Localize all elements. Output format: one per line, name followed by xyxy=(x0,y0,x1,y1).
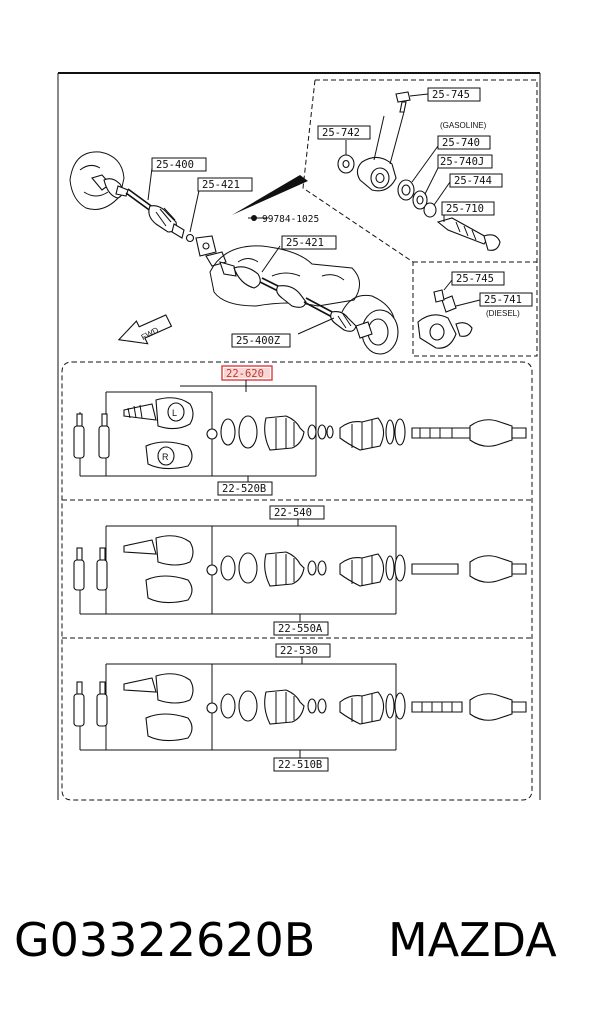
label-25-745-bottom: 25-745 xyxy=(456,273,494,285)
mark-r: R xyxy=(162,452,169,462)
engine-outline xyxy=(209,245,360,307)
label-99784-1025: 99784-1025 xyxy=(262,214,319,225)
label-22-510b: 22-510B xyxy=(278,759,322,771)
center-bearing xyxy=(195,235,227,267)
label-25-740: 25-740 xyxy=(442,137,480,149)
label-diesel: (DIESEL) xyxy=(486,309,520,318)
label-25-421-a: 25-421 xyxy=(202,179,240,191)
upper-assembly: FWD 25-745 25-742 (GASOLINE) 25-740 25-7… xyxy=(69,79,538,357)
label-gasoline: (GASOLINE) xyxy=(440,121,487,130)
hub-parts-diesel xyxy=(417,279,481,349)
label-25-744: 25-744 xyxy=(454,175,492,187)
label-25-745-top: 25-745 xyxy=(432,89,470,101)
label-25-742: 25-742 xyxy=(322,127,360,139)
highlight-box xyxy=(221,365,273,381)
label-22-530: 22-530 xyxy=(280,645,318,657)
engine-detail xyxy=(237,258,345,281)
kit-row-3: 22-530 22-510B xyxy=(73,643,527,772)
label-22-520b: 22-520B xyxy=(222,483,266,495)
label-25-400z: 25-400Z xyxy=(236,335,280,347)
kit-row-1: 22-620 L R xyxy=(73,365,527,496)
caption: G03322620B MAZDA xyxy=(0,905,600,975)
brand-name: MAZDA xyxy=(388,913,557,967)
label-25-740j: 25-740J xyxy=(440,156,484,168)
label-25-421-b: 25-421 xyxy=(286,237,324,249)
lower-panel xyxy=(61,361,533,801)
mark-l: L xyxy=(172,408,177,418)
part-number: G03322620B xyxy=(14,913,316,967)
label-25-710: 25-710 xyxy=(446,203,484,215)
transmission-detail xyxy=(79,164,109,197)
upper-label-boxes: 25-745 25-742 (GASOLINE) 25-740 25-740J … xyxy=(151,87,533,348)
hub-parts-gasoline xyxy=(337,91,501,251)
kit-row-2: 22-540 22-550A xyxy=(73,505,527,636)
upper-leaders xyxy=(147,167,335,335)
label-25-741: 25-741 xyxy=(484,294,522,306)
callout-wedge xyxy=(232,175,308,215)
hub-callout-boundary xyxy=(302,79,538,357)
bolt-dot xyxy=(251,215,257,221)
right-hub xyxy=(341,294,399,355)
label-25-400: 25-400 xyxy=(156,159,194,171)
label-22-540: 22-540 xyxy=(274,507,312,519)
right-drive-shaft xyxy=(219,261,357,332)
label-22-620: 22-620 xyxy=(226,368,264,380)
fwd-arrow: FWD xyxy=(117,314,173,345)
left-drive-shaft xyxy=(91,174,195,243)
label-22-550a: 22-550A xyxy=(278,623,323,635)
